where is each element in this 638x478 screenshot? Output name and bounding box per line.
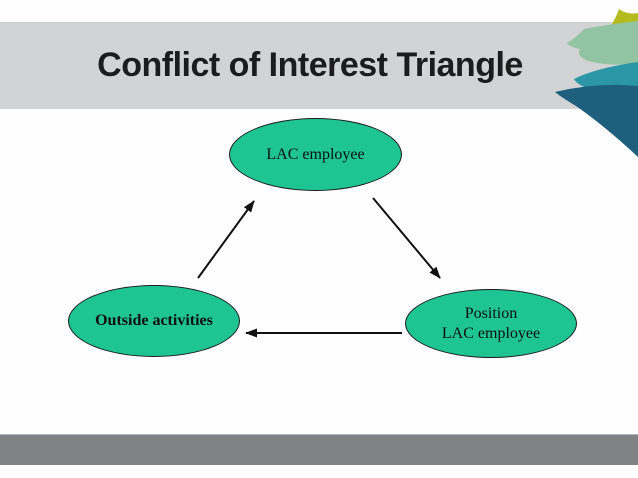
arrow-down-right: [372, 197, 441, 279]
arrow-up-right: [197, 200, 255, 279]
corner-decoration: [555, 9, 638, 157]
node-label-line1: Position: [464, 304, 518, 322]
leaf-teal-icon: [574, 62, 638, 91]
node-position-lac-employee: Position LAC employee: [405, 289, 577, 358]
node-outside-activities: Outside activities: [68, 285, 240, 357]
leaf-slate-icon: [555, 84, 638, 157]
leaf-sage-icon: [567, 21, 638, 65]
page-title: Conflict of Interest Triangle: [97, 46, 523, 84]
node-label-line2: LAC employee: [441, 324, 541, 342]
footer-bar: [0, 434, 638, 465]
node-lac-employee: LAC employee: [229, 118, 402, 191]
title-band: [0, 22, 638, 109]
node-label: Outside activities: [95, 312, 213, 329]
node-label: LAC employee: [266, 145, 365, 163]
